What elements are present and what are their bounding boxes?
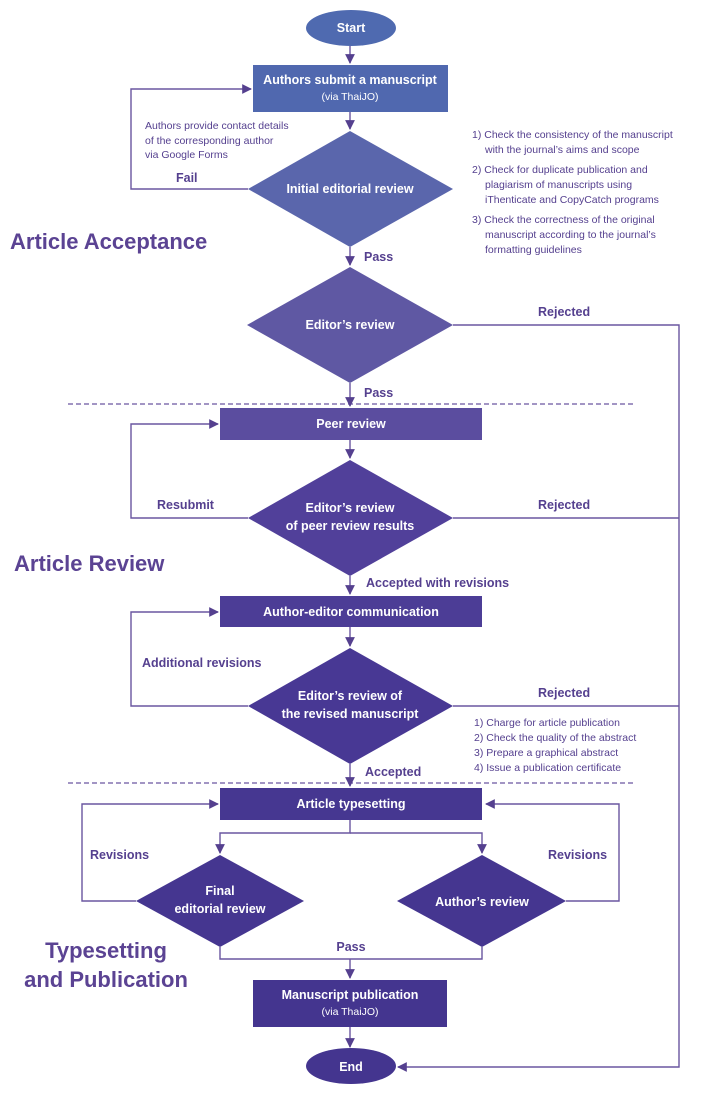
- note-contact-details: Authors provide contact details of the c…: [145, 120, 289, 161]
- edge-resubmit-loop: [130, 419, 248, 519]
- label-additional-revisions: Additional revisions: [142, 656, 262, 670]
- edge-pass-merge: [219, 947, 483, 960]
- peer-results-label-line-2: of peer review results: [286, 519, 415, 533]
- editor-review-node: Editor’s review: [247, 267, 453, 383]
- typesetting-label: Article typesetting: [296, 797, 405, 811]
- submit-label: Authors submit a manuscript: [263, 73, 437, 87]
- edge-revisions-right-loop: [485, 799, 620, 902]
- check-2-line-3: iThenticate and CopyCatch programs: [485, 194, 659, 206]
- check-1-line-2: with the journal’s aims and scope: [484, 144, 640, 156]
- label-fail: Fail: [176, 171, 198, 185]
- label-accepted-with-revisions: Accepted with revisions: [366, 576, 509, 590]
- revised-manuscript-review-node: Editor’s review of the revised manuscrip…: [248, 648, 453, 764]
- start-node: Start: [306, 10, 396, 46]
- submit-sublabel: (via ThaiJO): [322, 91, 379, 103]
- note-acceptance-tasks: 1) Charge for article publication 2) Che…: [474, 717, 636, 774]
- publication-sublabel: (via ThaiJO): [322, 1006, 379, 1018]
- svg-text:of the corresponding author: of the corresponding author: [145, 135, 274, 147]
- edge-fail-loop: [130, 84, 252, 190]
- end-label: End: [339, 1060, 363, 1074]
- peer-results-label-line-1: Editor’s review: [306, 501, 395, 515]
- manuscript-publication-node: Manuscript publication (via ThaiJO): [253, 980, 447, 1027]
- label-accepted: Accepted: [365, 765, 421, 779]
- label-revisions-right: Revisions: [548, 848, 607, 862]
- edge-typesetting-branch-right: [350, 832, 487, 854]
- section-title-acceptance: Article Acceptance: [10, 229, 207, 254]
- article-typesetting-node: Article typesetting: [220, 788, 482, 820]
- check-3-line-3: formatting guidelines: [485, 244, 582, 256]
- start-label: Start: [337, 21, 366, 35]
- peer-review-label: Peer review: [316, 417, 386, 431]
- author-review-label: Author’s review: [435, 895, 529, 909]
- editor-review-label: Editor’s review: [306, 318, 395, 332]
- label-revisions-left: Revisions: [90, 848, 149, 862]
- label-resubmit: Resubmit: [157, 498, 215, 512]
- label-rejected-1: Rejected: [538, 305, 590, 319]
- label-rejected-2: Rejected: [538, 498, 590, 512]
- label-rejected-3: Rejected: [538, 686, 590, 700]
- section-title-publication-line-2: and Publication: [24, 967, 188, 992]
- author-editor-communication-node: Author-editor communication: [220, 596, 482, 627]
- task-1: 1) Charge for article publication: [474, 717, 620, 729]
- task-3: 3) Prepare a graphical abstract: [474, 747, 618, 759]
- label-pass-3: Pass: [336, 940, 365, 954]
- submit-manuscript-node: Authors submit a manuscript (via ThaiJO): [253, 65, 448, 112]
- end-node: End: [306, 1048, 396, 1084]
- check-2-line-2: plagiarism of manuscripts using: [485, 179, 632, 191]
- svg-text:via Google Forms: via Google Forms: [145, 149, 228, 161]
- check-2-line-1: 2) Check for duplicate publication and: [472, 164, 648, 176]
- author-review-node: Author’s review: [397, 855, 566, 947]
- label-pass-2: Pass: [364, 386, 393, 400]
- peer-review-node: Peer review: [220, 408, 482, 440]
- revised-review-label-line-2: the revised manuscript: [282, 707, 420, 721]
- label-pass-1: Pass: [364, 250, 393, 264]
- edge-additional-revisions-loop: [130, 607, 248, 707]
- final-editorial-review-node: Final editorial review: [136, 855, 304, 947]
- check-3-line-1: 3) Check the correctness of the original: [472, 214, 655, 226]
- svg-text:Authors provide contact detail: Authors provide contact details: [145, 120, 289, 132]
- peer-results-review-node: Editor’s review of peer review results: [248, 460, 453, 576]
- check-3-line-2: manuscript according to the journal’s: [485, 229, 656, 241]
- note-initial-checks: 1) Check the consistency of the manuscri…: [472, 129, 673, 256]
- task-2: 2) Check the quality of the abstract: [474, 732, 636, 744]
- publication-label: Manuscript publication: [282, 988, 419, 1002]
- section-title-review: Article Review: [14, 551, 165, 576]
- edge-revisions-left-loop: [81, 799, 219, 902]
- section-title-publication-line-1: Typesetting: [45, 938, 167, 963]
- edge-typesetting-branch: [215, 820, 351, 854]
- initial-review-label: Initial editorial review: [286, 182, 413, 196]
- communication-label: Author-editor communication: [263, 605, 439, 619]
- revised-review-label-line-1: Editor’s review of: [298, 689, 403, 703]
- final-editorial-label-line-1: Final: [205, 884, 234, 898]
- final-editorial-label-line-2: editorial review: [174, 902, 265, 916]
- edge-rejected-main: [397, 324, 680, 1072]
- check-1-line-1: 1) Check the consistency of the manuscri…: [472, 129, 673, 141]
- task-4: 4) Issue a publication certificate: [474, 762, 621, 774]
- initial-editorial-review-node: Initial editorial review: [248, 131, 453, 247]
